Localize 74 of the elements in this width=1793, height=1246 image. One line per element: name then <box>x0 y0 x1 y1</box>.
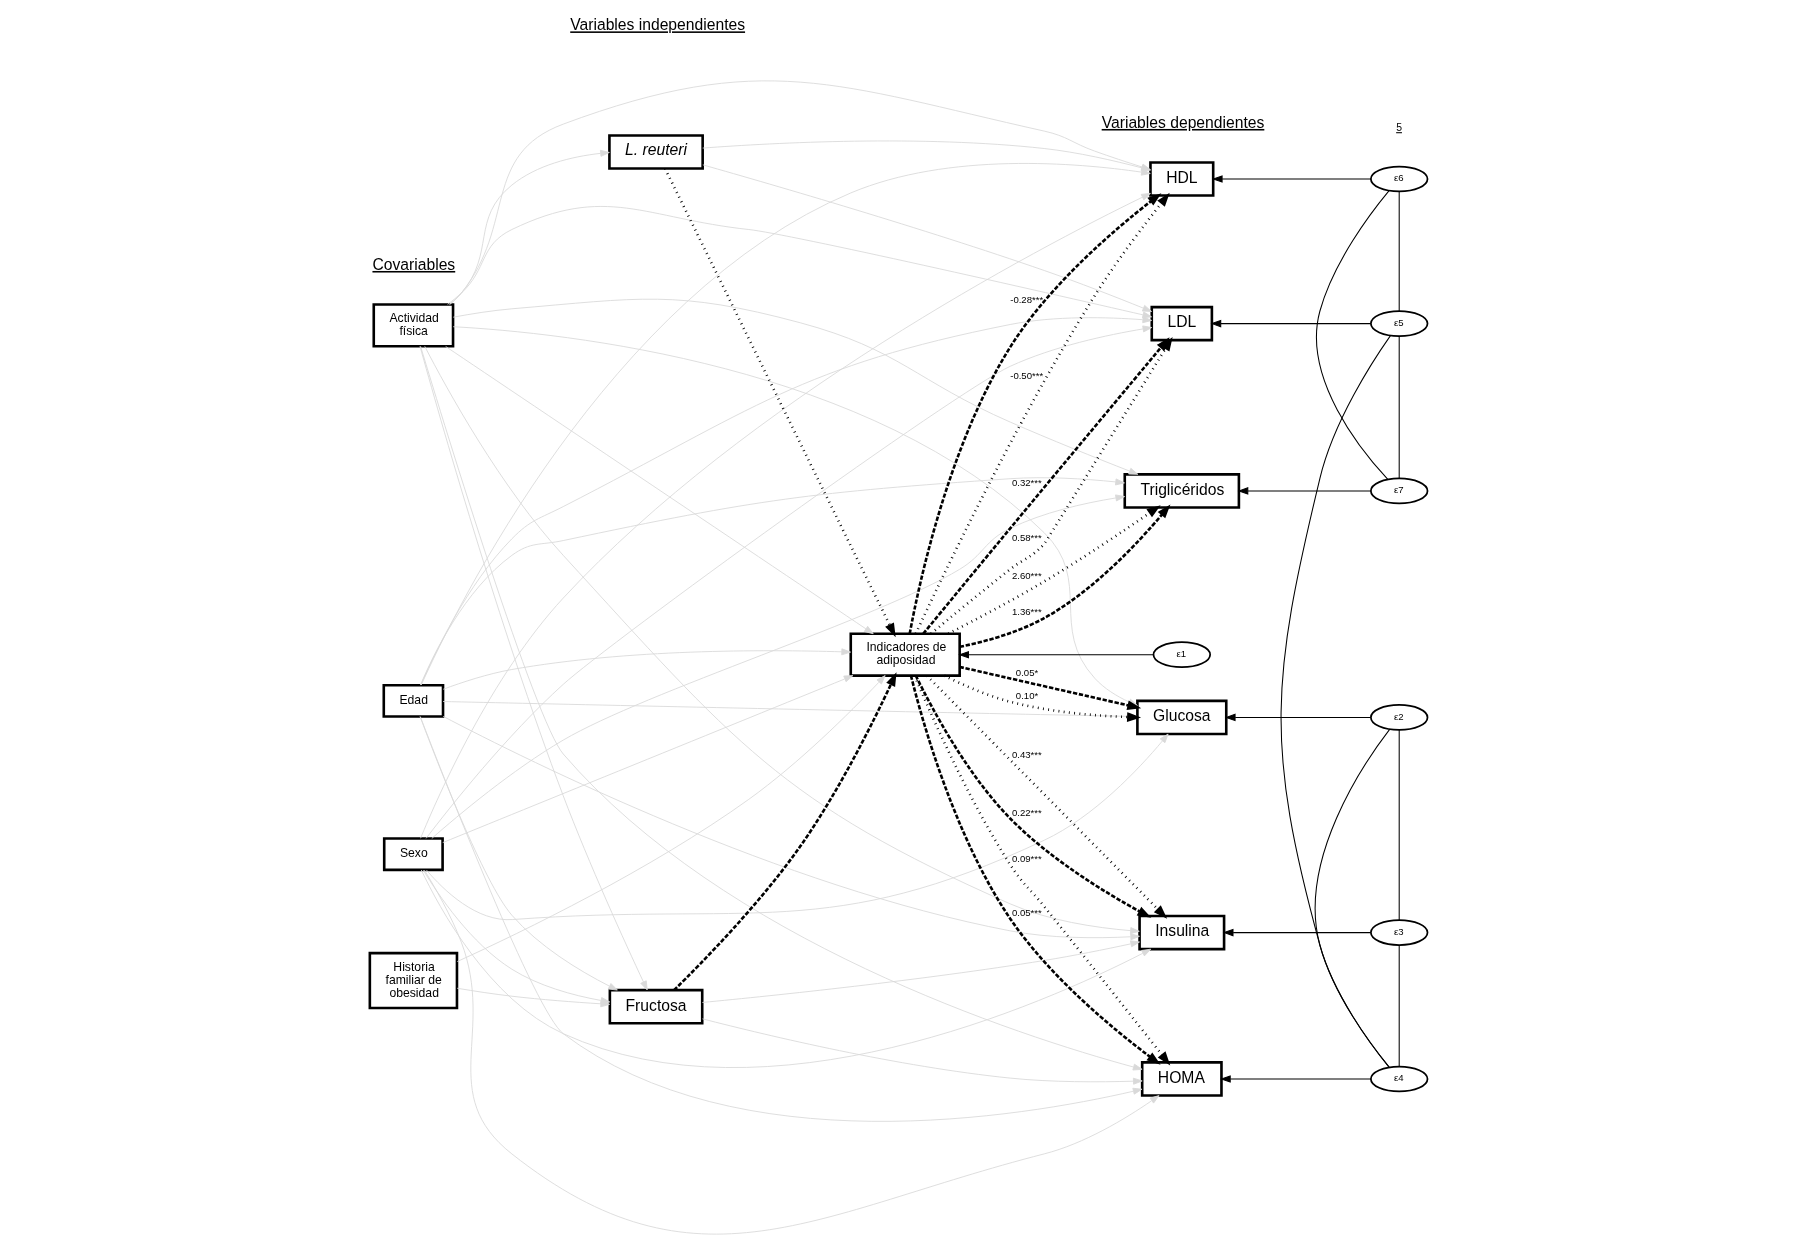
node-box: Edad <box>382 683 445 718</box>
edge-label: 0.32*** <box>1011 477 1042 489</box>
node-box: LDL <box>1150 305 1214 342</box>
arrow <box>420 477 1125 686</box>
node-box: Historia familiar de obesidad <box>368 951 459 1010</box>
arrow <box>456 675 886 962</box>
node-box: Triglicéridos <box>1123 473 1241 509</box>
arrow <box>442 675 854 844</box>
edge-label: -0.28*** <box>1010 293 1044 305</box>
arrow <box>663 168 896 638</box>
node-box: Insulina <box>1138 914 1226 951</box>
arrow <box>958 650 1154 659</box>
arrow <box>1224 713 1372 722</box>
node-box: HOMA <box>1140 1061 1223 1097</box>
arrow <box>1222 928 1372 937</box>
arrow <box>947 505 1161 635</box>
arrow <box>452 298 1139 475</box>
edge-label: 2.60*** <box>1011 569 1042 581</box>
arrow <box>1210 319 1372 328</box>
edge-label: 0.10* <box>1015 689 1039 701</box>
node-box: L. reuteri <box>608 134 704 170</box>
connector <box>1398 335 1400 479</box>
connector <box>1398 944 1400 1067</box>
label: 5 <box>1396 122 1402 134</box>
arrow <box>673 672 897 991</box>
node-ellipse: ε3 <box>1370 919 1429 946</box>
node-box: Indicadores de adiposidad <box>849 632 961 677</box>
arrow <box>424 869 1160 1235</box>
edge-label: -0.50*** <box>1010 370 1044 382</box>
edge-label: 0.43*** <box>1011 749 1042 761</box>
edge-label: 0.58*** <box>1011 532 1042 544</box>
arrow <box>1211 175 1372 183</box>
node-ellipse: ε6 <box>1370 165 1429 193</box>
arrow <box>701 940 1140 1003</box>
arrow <box>420 346 1143 1071</box>
node-box: HDL <box>1149 161 1215 197</box>
node-box: Glucosa <box>1136 699 1228 736</box>
node-ellipse: ε4 <box>1370 1065 1429 1093</box>
arrow <box>419 716 618 991</box>
arrow <box>426 733 1169 920</box>
arrow <box>1219 1075 1372 1083</box>
label: Variables independientes <box>570 16 746 34</box>
arrow <box>1237 487 1372 495</box>
arrow <box>442 648 851 690</box>
label: Variables dependientes <box>1101 113 1265 131</box>
arrow <box>419 345 648 991</box>
node-ellipse: ε5 <box>1370 310 1429 337</box>
connector <box>1280 335 1391 1068</box>
node-box: Sexo <box>382 837 444 872</box>
arrow <box>420 192 1151 839</box>
node-box: Actividad física <box>372 303 455 348</box>
arrow <box>959 665 1142 710</box>
edge-label: 0.05*** <box>1011 906 1042 918</box>
arrow <box>419 716 1143 1122</box>
node-box: Fructosa <box>608 988 704 1025</box>
arrow <box>447 206 1153 319</box>
arrow <box>959 504 1171 649</box>
connector <box>1398 190 1400 312</box>
node-ellipse: ε7 <box>1370 477 1429 505</box>
connector <box>1316 190 1390 481</box>
arrow <box>431 494 1126 839</box>
connector <box>1398 729 1400 921</box>
edge-label: 0.22*** <box>1011 806 1042 818</box>
edge-label: 1.36*** <box>1011 606 1042 618</box>
edge-label: 0.09*** <box>1011 852 1042 864</box>
label: Covariables <box>372 255 456 273</box>
node-ellipse: ε1 <box>1152 641 1211 668</box>
arrow <box>425 325 1153 839</box>
arrow <box>442 715 1140 941</box>
arrow <box>420 869 1152 1068</box>
node-ellipse: ε2 <box>1370 704 1429 731</box>
edge-label: 0.05* <box>1015 667 1039 679</box>
arrow <box>702 1018 1143 1085</box>
arrow <box>445 346 874 635</box>
